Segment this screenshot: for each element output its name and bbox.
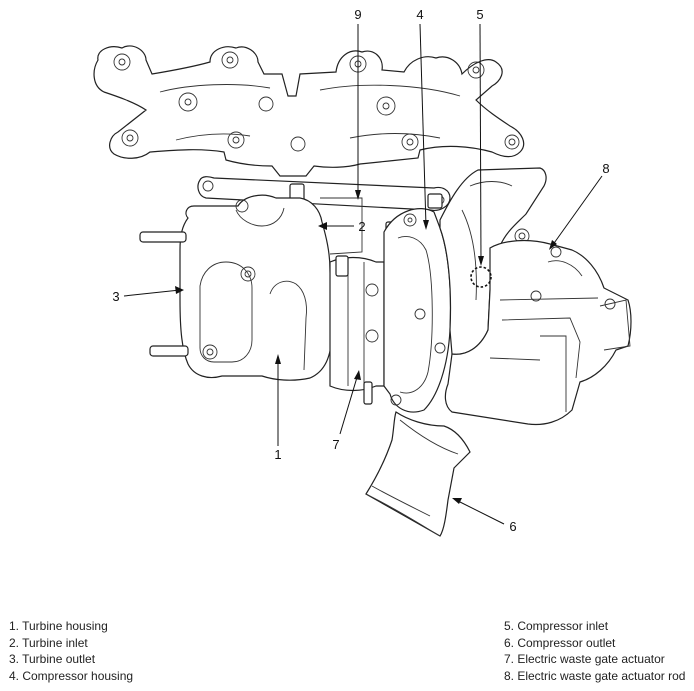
callout-3: 3 [112, 289, 119, 304]
leader-3 [123, 289, 181, 297]
legend-item-waste-gate-actuator-rod: 8. Electric waste gate actuator rod [504, 669, 686, 684]
legend-item-turbine-housing: 1. Turbine housing [9, 619, 108, 633]
legend-item-compressor-housing: 4. Compressor housing [9, 669, 134, 684]
electric-waste-gate-actuator [444, 239, 632, 426]
callout-1: 1 [274, 447, 281, 462]
callout-7: 7 [332, 437, 339, 452]
leader-4 [419, 23, 427, 227]
leader-1-arrowhead [275, 354, 281, 364]
compressor-housing [383, 208, 452, 413]
leader-8 [551, 175, 603, 247]
legend-item-turbine-inlet: 2. Turbine inlet [9, 635, 88, 650]
leader-7 [339, 373, 359, 435]
legend-item-compressor-inlet: 5. Compressor inlet [504, 619, 609, 633]
leader-2-arrowhead [318, 222, 327, 230]
leader-9-arrowhead [355, 190, 361, 200]
leader-lines [123, 23, 603, 525]
legend-left-column: 1. Turbine housing 2. Turbine inlet 3. T… [9, 618, 133, 685]
compressor-outlet [365, 411, 471, 537]
leader-6-arrowhead [452, 498, 462, 504]
callout-5: 5 [476, 7, 483, 22]
leader-8-arrowhead [549, 240, 557, 250]
callout-6: 6 [509, 519, 516, 534]
callout-4: 4 [416, 7, 423, 22]
legend-item-turbine-outlet: 3. Turbine outlet [9, 652, 96, 667]
legend-item-compressor-outlet: 6. Compressor outlet [504, 635, 616, 650]
turbine-housing [139, 194, 363, 381]
callout-2: 2 [358, 219, 365, 234]
waste-gate-actuator-rod [197, 176, 451, 211]
leader-5-arrowhead [478, 256, 484, 266]
leader-3-arrowhead [175, 286, 184, 294]
leader-4-arrowhead [423, 220, 429, 230]
compressor-inlet-highlight [470, 266, 492, 288]
callout-9: 9 [354, 7, 361, 22]
leader-7-arrowhead [354, 370, 361, 380]
callout-8: 8 [602, 161, 609, 176]
legend-item-waste-gate-actuator: 7. Electric waste gate actuator [504, 652, 665, 667]
exhaust-manifold [93, 45, 525, 177]
legend-right-column: 5. Compressor inlet 6. Compressor outlet… [504, 618, 685, 685]
leader-6 [455, 499, 505, 525]
leader-5 [479, 23, 482, 263]
